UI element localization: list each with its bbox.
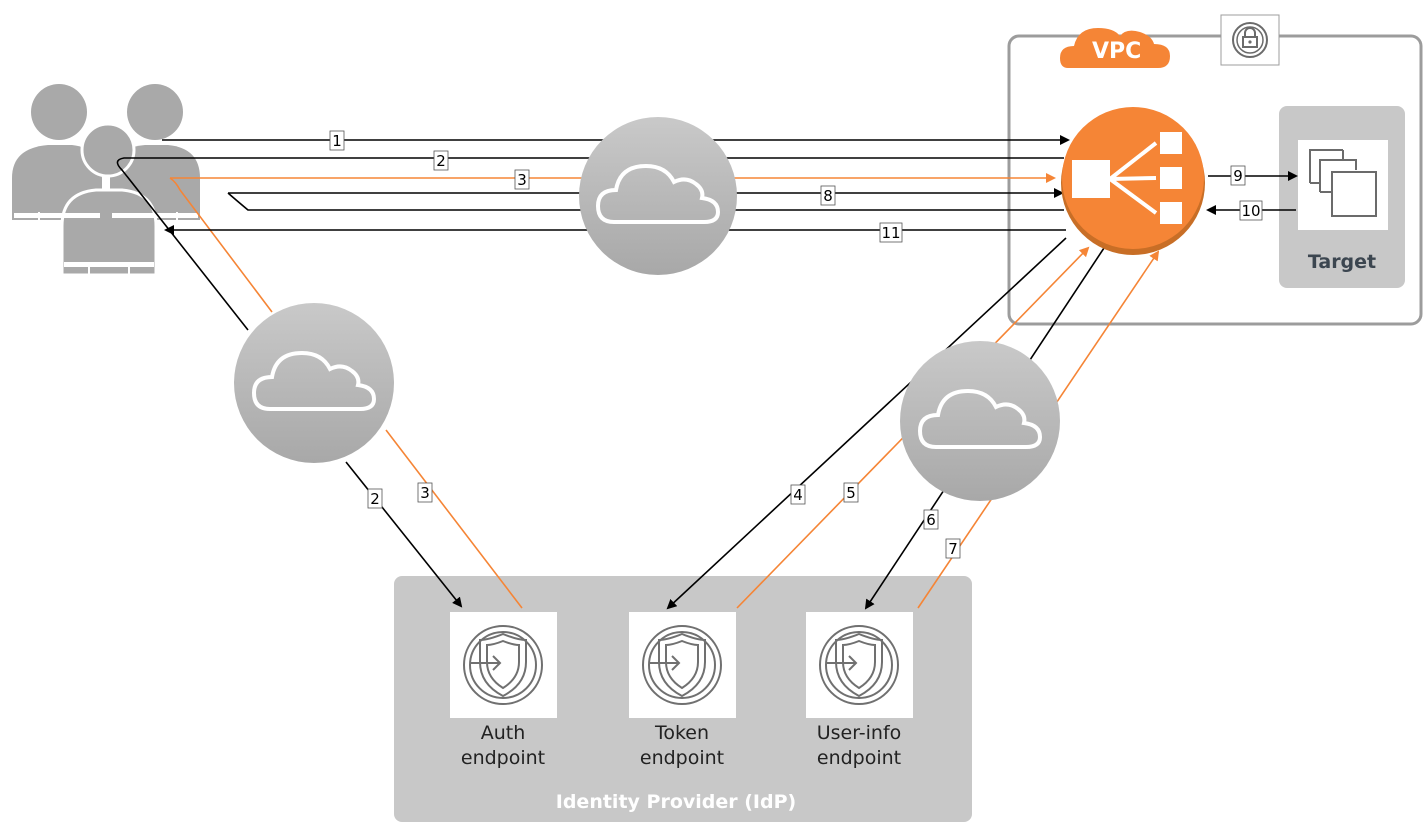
shield-sign-in-icon	[463, 625, 543, 705]
flow-2-line	[116, 157, 1064, 331]
svg-text:3: 3	[517, 171, 527, 189]
step-label-5: 5	[843, 482, 859, 503]
shield-sign-in-icon	[642, 625, 722, 705]
users-icon	[12, 84, 200, 277]
svg-text:2: 2	[436, 152, 446, 170]
shield-sign-in-icon	[819, 625, 899, 705]
internet-cloud-icon	[579, 117, 737, 275]
svg-text:3: 3	[420, 484, 430, 502]
user-info-endpoint: User-info endpoint	[806, 612, 913, 769]
svg-text:8: 8	[823, 187, 833, 205]
svg-text:2: 2	[370, 490, 380, 508]
token-endpoint-line1: Token	[654, 722, 709, 744]
svg-text:7: 7	[948, 540, 958, 558]
idp-label: Identity Provider (IdP)	[556, 791, 796, 813]
svg-text:5: 5	[846, 484, 856, 502]
token-endpoint: Token endpoint	[629, 612, 736, 769]
svg-text:1: 1	[332, 132, 342, 150]
token-endpoint-line2: endpoint	[640, 747, 724, 769]
step-label-7: 7	[945, 538, 961, 559]
step-label-9: 9	[1230, 165, 1246, 186]
flow-4-line	[666, 237, 1067, 610]
step-label-2: 2	[433, 150, 449, 171]
user-info-endpoint-line2: endpoint	[817, 747, 901, 769]
load-balancer-icon	[1061, 107, 1205, 255]
step-label-6: 6	[923, 509, 939, 530]
flow-3-down	[385, 429, 523, 609]
step-label-4: 4	[790, 484, 806, 505]
vpc-container: VPC	[1007, 14, 1423, 326]
step-label-2-auth: 2	[367, 488, 383, 509]
svg-text:10: 10	[1241, 202, 1260, 220]
step-label-3: 3	[514, 169, 530, 190]
user-info-endpoint-line1: User-info	[817, 722, 902, 744]
svg-text:6: 6	[926, 511, 936, 529]
auth-endpoint-line1: Auth	[481, 722, 526, 744]
target-box: Target	[1279, 106, 1405, 288]
step-labels: 1 2 3 8 11 9 10 2	[329, 130, 1263, 559]
svg-text:4: 4	[793, 486, 803, 504]
lock-icon	[1220, 14, 1280, 66]
auth-endpoint-line2: endpoint	[461, 747, 545, 769]
step-label-10: 10	[1239, 200, 1263, 221]
svg-text:9: 9	[1233, 167, 1243, 185]
internet-cloud-icon	[900, 341, 1060, 501]
target-instances-icon	[1309, 149, 1377, 217]
flow-8-return	[227, 192, 1064, 211]
target-label: Target	[1308, 251, 1376, 273]
vpc-label: VPC	[1092, 39, 1141, 64]
step-label-8: 8	[820, 185, 836, 206]
step-label-3-auth: 3	[417, 482, 433, 503]
auth-endpoint: Auth endpoint	[450, 612, 557, 769]
flow-3-left	[169, 177, 273, 313]
step-label-11: 11	[879, 222, 903, 243]
svg-text:11: 11	[881, 224, 900, 242]
flow-2-down	[345, 461, 463, 608]
step-label-1: 1	[329, 130, 345, 151]
vpc-cloud-icon: VPC	[1060, 28, 1170, 68]
internet-cloud-icon	[234, 303, 394, 463]
